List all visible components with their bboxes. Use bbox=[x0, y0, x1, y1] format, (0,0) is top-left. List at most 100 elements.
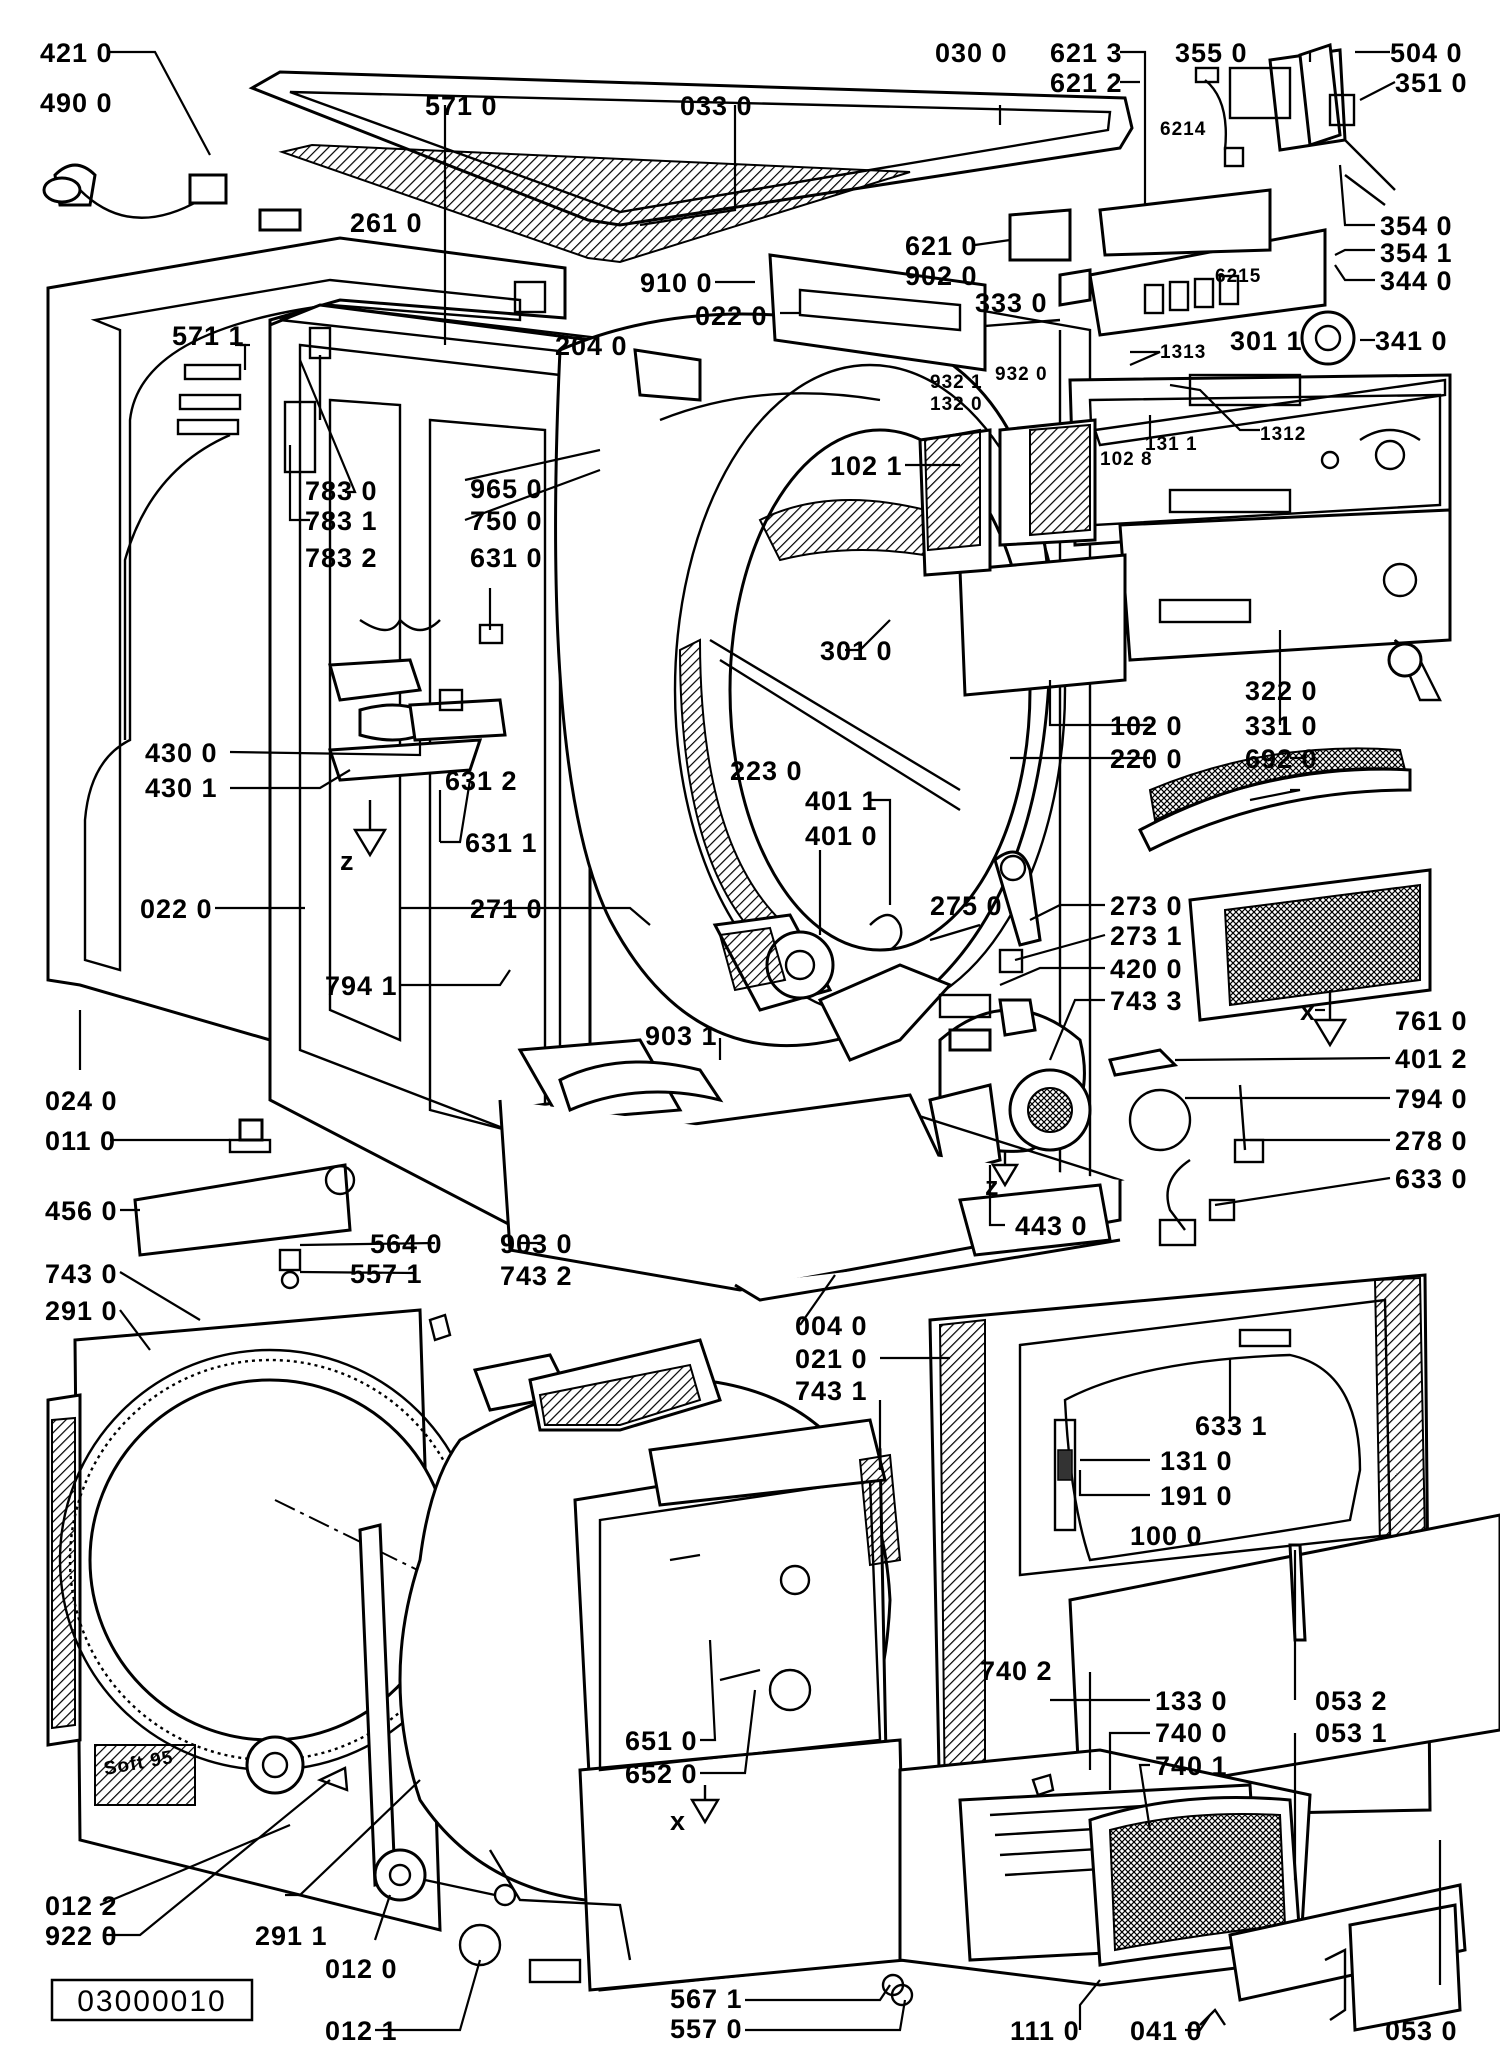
label-301-1: 301 1 bbox=[1230, 326, 1303, 356]
label-102-1: 102 1 bbox=[830, 451, 903, 481]
right-small-parts bbox=[869, 639, 1442, 1247]
label-333-0: 333 0 bbox=[975, 288, 1048, 318]
label-x-bottom: x bbox=[670, 1806, 686, 1836]
label-902-0: 902 0 bbox=[905, 261, 978, 291]
label-301-0: 301 0 bbox=[820, 636, 893, 666]
top-cover bbox=[248, 70, 1134, 264]
label-355-0: 355 0 bbox=[1175, 38, 1248, 68]
label-910-0: 910 0 bbox=[640, 268, 713, 298]
label-567-1: 567 1 bbox=[670, 1984, 743, 2014]
label-571-1: 571 1 bbox=[172, 321, 245, 351]
label-261-0: 261 0 bbox=[350, 208, 423, 238]
label-743-1: 743 1 bbox=[795, 1376, 868, 1406]
label-278-0: 278 0 bbox=[1395, 1126, 1468, 1156]
leader-lines bbox=[78, 50, 1442, 2032]
label-1312: 1312 bbox=[1260, 424, 1306, 445]
label-102-0: 102 0 bbox=[1110, 711, 1183, 741]
label-271-0: 271 0 bbox=[470, 894, 543, 924]
label-223-0: 223 0 bbox=[730, 756, 803, 786]
label-053-0: 053 0 bbox=[1385, 2016, 1458, 2046]
label-965-0: 965 0 bbox=[470, 474, 543, 504]
label-794-0: 794 0 bbox=[1395, 1084, 1468, 1114]
label-631-2: 631 2 bbox=[445, 766, 518, 796]
control-panel bbox=[918, 373, 1452, 697]
label-490-0: 490 0 bbox=[40, 88, 113, 118]
label-100-0: 100 0 bbox=[1130, 1521, 1203, 1551]
lint-filter-grille bbox=[1138, 747, 1432, 1022]
rear-console-bracket bbox=[633, 253, 987, 402]
label-102-8: 102 8 bbox=[1100, 449, 1153, 470]
label-903-0: 903 0 bbox=[500, 1229, 573, 1259]
label-633-1: 633 1 bbox=[1195, 1411, 1268, 1441]
label-743-2: 743 2 bbox=[500, 1261, 573, 1291]
label-291-1: 291 1 bbox=[255, 1921, 328, 1951]
label-631-1: 631 1 bbox=[465, 828, 538, 858]
drum-rear-shell bbox=[358, 1377, 907, 1992]
label-922-0: 922 0 bbox=[45, 1921, 118, 1951]
door-group bbox=[898, 1273, 1500, 2032]
label-903-1: 903 1 bbox=[645, 1021, 718, 1051]
electronic-boards bbox=[1008, 42, 1396, 366]
label-420-0: 420 0 bbox=[1110, 954, 1183, 984]
motor-blower bbox=[712, 913, 1092, 1177]
label-053-1: 053 1 bbox=[1315, 1718, 1388, 1748]
label-x-right: x bbox=[1300, 996, 1316, 1026]
label-275-0: 275 0 bbox=[930, 891, 1003, 921]
label-631-0: 631 0 bbox=[470, 543, 543, 573]
label-004-0: 004 0 bbox=[795, 1311, 868, 1341]
label-030-0: 030 0 bbox=[935, 38, 1008, 68]
label-932-1: 932 1 bbox=[930, 372, 983, 393]
label-354-1: 354 1 bbox=[1380, 238, 1453, 268]
label-022-0-side: 022 0 bbox=[140, 894, 213, 924]
label-783-0: 783 0 bbox=[305, 476, 378, 506]
inlet-valve-group bbox=[283, 326, 507, 782]
label-204-0: 204 0 bbox=[555, 331, 628, 361]
label-012-2: 012 2 bbox=[45, 1891, 118, 1921]
label-6215: 6215 bbox=[1215, 266, 1261, 287]
label-401-1: 401 1 bbox=[805, 786, 878, 816]
label-621-3: 621 3 bbox=[1050, 38, 1123, 68]
label-131-0: 131 0 bbox=[1160, 1446, 1233, 1476]
label-504-0: 504 0 bbox=[1390, 38, 1463, 68]
label-273-0: 273 0 bbox=[1110, 891, 1183, 921]
label-351-0: 351 0 bbox=[1395, 68, 1468, 98]
label-131-1: 131 1 bbox=[1145, 434, 1198, 455]
label-564-0: 564 0 bbox=[370, 1229, 443, 1259]
label-133-0: 133 0 bbox=[1155, 1686, 1228, 1716]
label-024-0: 024 0 bbox=[45, 1086, 118, 1116]
label-401-0: 401 0 bbox=[805, 821, 878, 851]
label-354-0: 354 0 bbox=[1380, 211, 1453, 241]
label-421-0: 421 0 bbox=[40, 38, 113, 68]
label-z-bottom: z bbox=[985, 1171, 1000, 1201]
label-740-1: 740 1 bbox=[1155, 1751, 1228, 1781]
label-191-0: 191 0 bbox=[1160, 1481, 1233, 1511]
label-743-0: 743 0 bbox=[45, 1259, 118, 1289]
label-011-0: 011 0 bbox=[45, 1126, 116, 1156]
label-621-2: 621 2 bbox=[1050, 68, 1123, 98]
label-041-0: 041 0 bbox=[1130, 2016, 1203, 2046]
label-012-1: 012 1 bbox=[325, 2016, 398, 2046]
label-430-0: 430 0 bbox=[145, 738, 218, 768]
label-633-0: 633 0 bbox=[1395, 1164, 1468, 1194]
label-033-0: 033 0 bbox=[680, 91, 753, 121]
label-220-0: 220 0 bbox=[1110, 744, 1183, 774]
label-1313: 1313 bbox=[1160, 342, 1206, 363]
label-794-1: 794 1 bbox=[325, 971, 398, 1001]
label-012-0: 012 0 bbox=[325, 1954, 398, 1984]
label-273-1: 273 1 bbox=[1110, 921, 1183, 951]
label-621-0: 621 0 bbox=[905, 231, 978, 261]
reference-box: 03000010 bbox=[50, 1978, 254, 2022]
label-557-1: 557 1 bbox=[350, 1259, 423, 1289]
label-443-0: 443 0 bbox=[1015, 1211, 1088, 1241]
label-740-0: 740 0 bbox=[1155, 1718, 1228, 1748]
assembly-direction-arrows bbox=[316, 800, 1348, 1825]
label-022-0-top: 022 0 bbox=[695, 301, 768, 331]
label-021-0: 021 0 bbox=[795, 1344, 868, 1374]
label-6214: 6214 bbox=[1160, 119, 1206, 140]
label-331-0: 331 0 bbox=[1245, 711, 1318, 741]
label-761-0: 761 0 bbox=[1395, 1006, 1468, 1036]
label-111-0: 111 0 bbox=[1010, 2016, 1080, 2046]
label-z-top: z bbox=[340, 846, 355, 876]
label-430-1: 430 1 bbox=[145, 773, 218, 803]
